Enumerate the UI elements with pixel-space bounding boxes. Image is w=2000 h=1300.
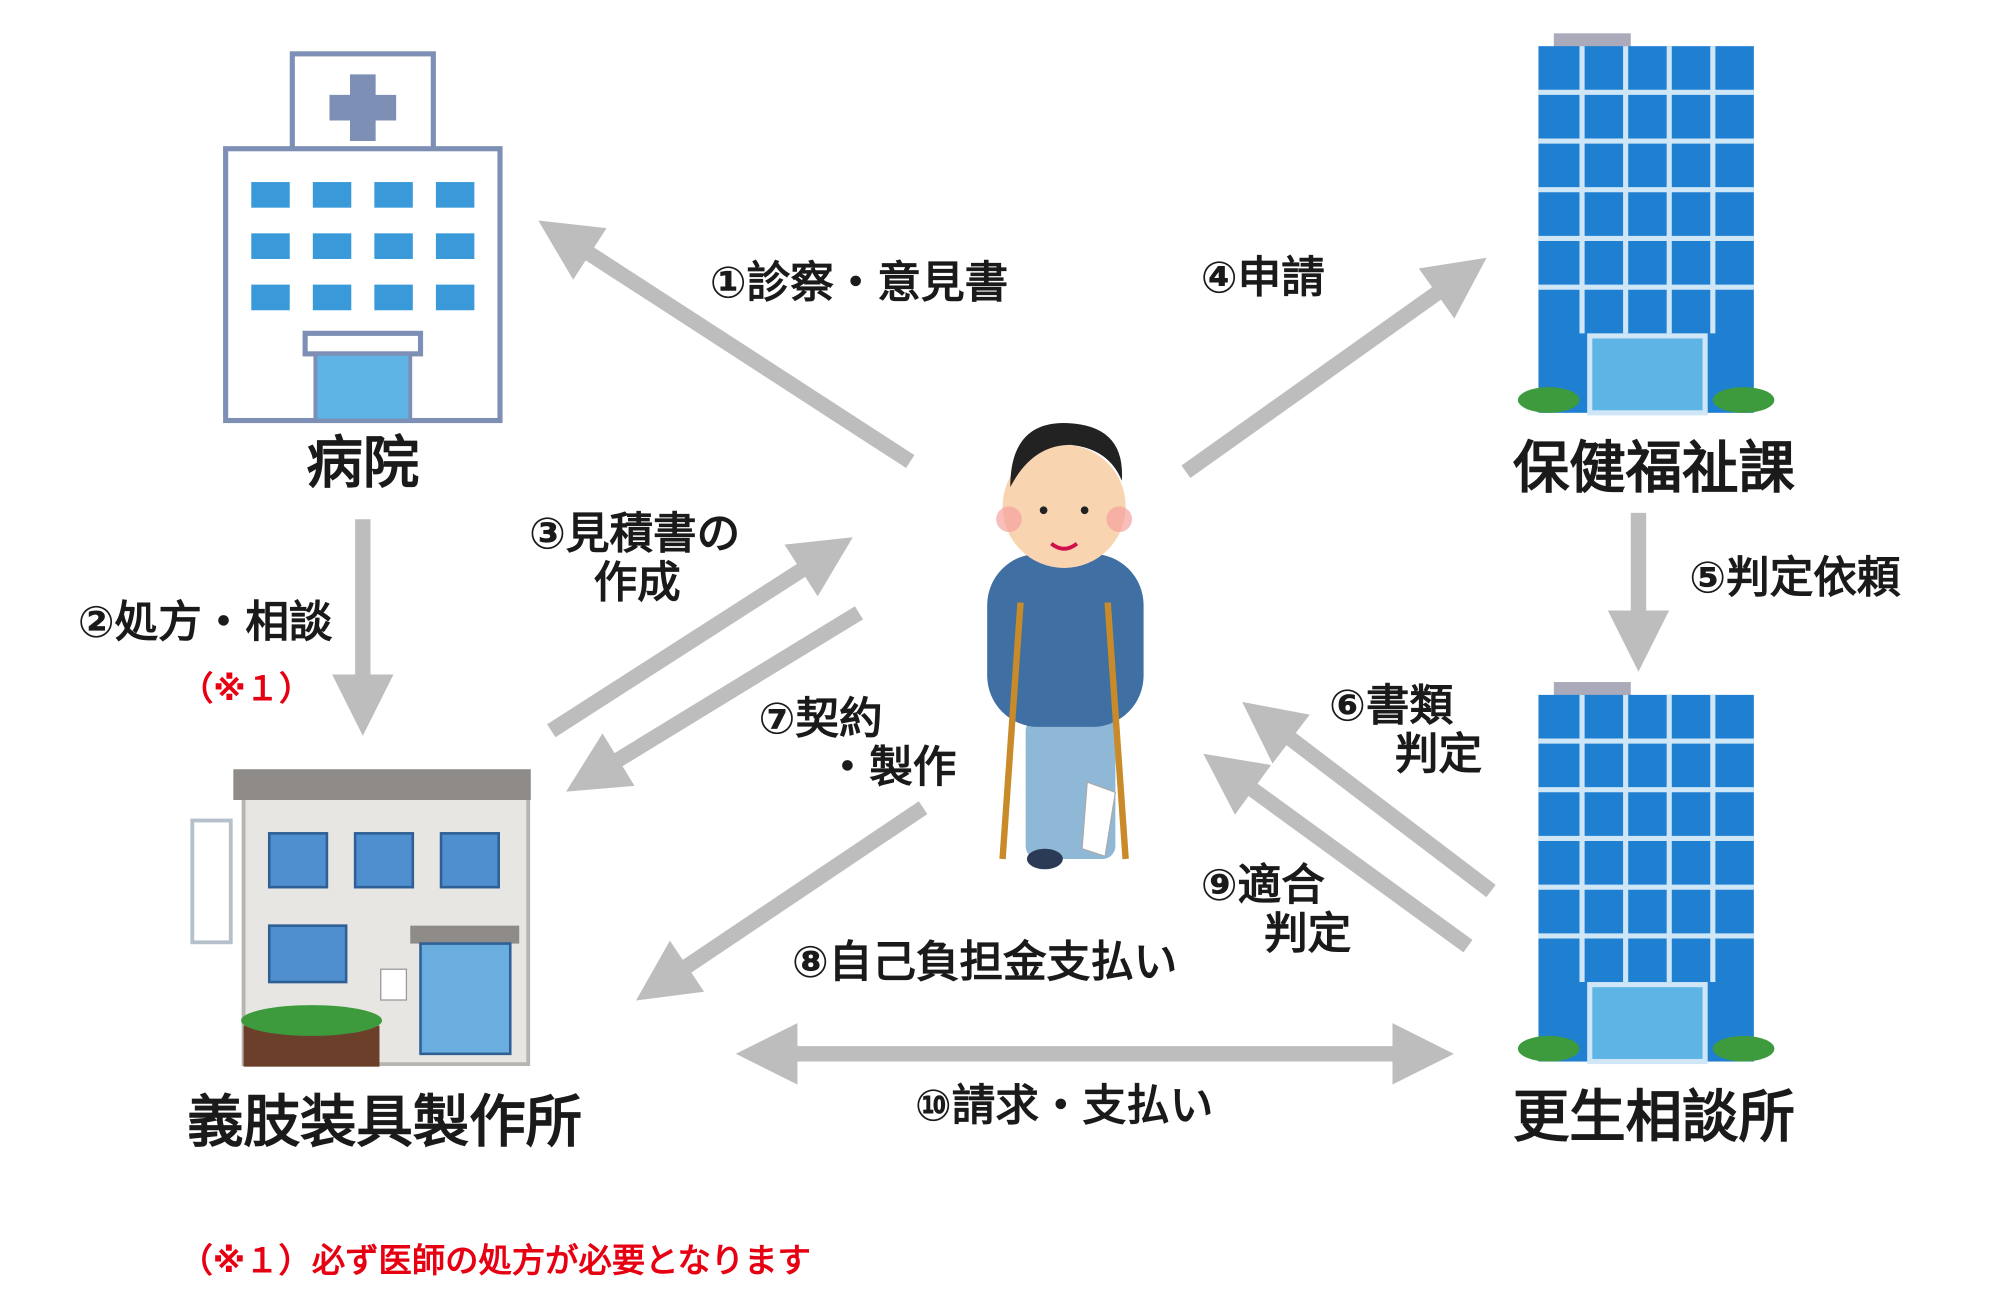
step-9-label-line2: 判定 xyxy=(1264,910,1352,960)
arrow-step-8 xyxy=(635,801,928,1001)
welfare-office-label: 保健福祉課 xyxy=(1513,436,1796,501)
arrow-step-9 xyxy=(1203,753,1473,953)
hospital-icon xyxy=(223,51,503,424)
footnote: （※１）必ず医師の処方が必要となります xyxy=(179,1241,810,1280)
welfare-office-building-icon xyxy=(1517,33,1775,416)
step-2-label: ②処方・相談 xyxy=(78,598,333,648)
workshop-label: 義肢装具製作所 xyxy=(187,1090,582,1155)
step-10-label: ⑩請求・支払い xyxy=(915,1082,1213,1132)
step-6-label-line1: ⑥書類 xyxy=(1329,682,1453,732)
step-2-note: （※１） xyxy=(180,669,312,708)
step-7-label-line1: ⑦契約 xyxy=(758,694,882,744)
arrow-step-6 xyxy=(1242,701,1496,898)
arrow-step-4 xyxy=(1181,257,1487,479)
rehab-center-building-icon xyxy=(1517,682,1775,1065)
person-with-crutches-icon xyxy=(987,422,1144,870)
step-1-label: ①診察・意見書 xyxy=(710,258,1008,308)
step-3-label-line2: 作成 xyxy=(594,558,681,608)
arrow-step-1 xyxy=(538,220,915,468)
step-6-label-line2: 判定 xyxy=(1395,730,1483,780)
arrow-step-3 xyxy=(547,537,853,738)
step-3-label-line1: ③見積書の xyxy=(529,510,740,560)
step-9-label-line1: ⑨適合 xyxy=(1201,861,1325,911)
step-7-label-line2: ・製作 xyxy=(826,743,957,793)
step-4-label: ④申請 xyxy=(1201,253,1325,303)
rehab-center-label: 更生相談所 xyxy=(1513,1085,1795,1150)
step-8-label: ⑧自己負担金支払い xyxy=(792,938,1178,988)
step-5-label: ⑤判定依頼 xyxy=(1689,553,1901,603)
workshop-building-icon xyxy=(190,769,531,1067)
arrow-step-7 xyxy=(566,606,863,792)
hospital-label: 病院 xyxy=(306,431,419,496)
